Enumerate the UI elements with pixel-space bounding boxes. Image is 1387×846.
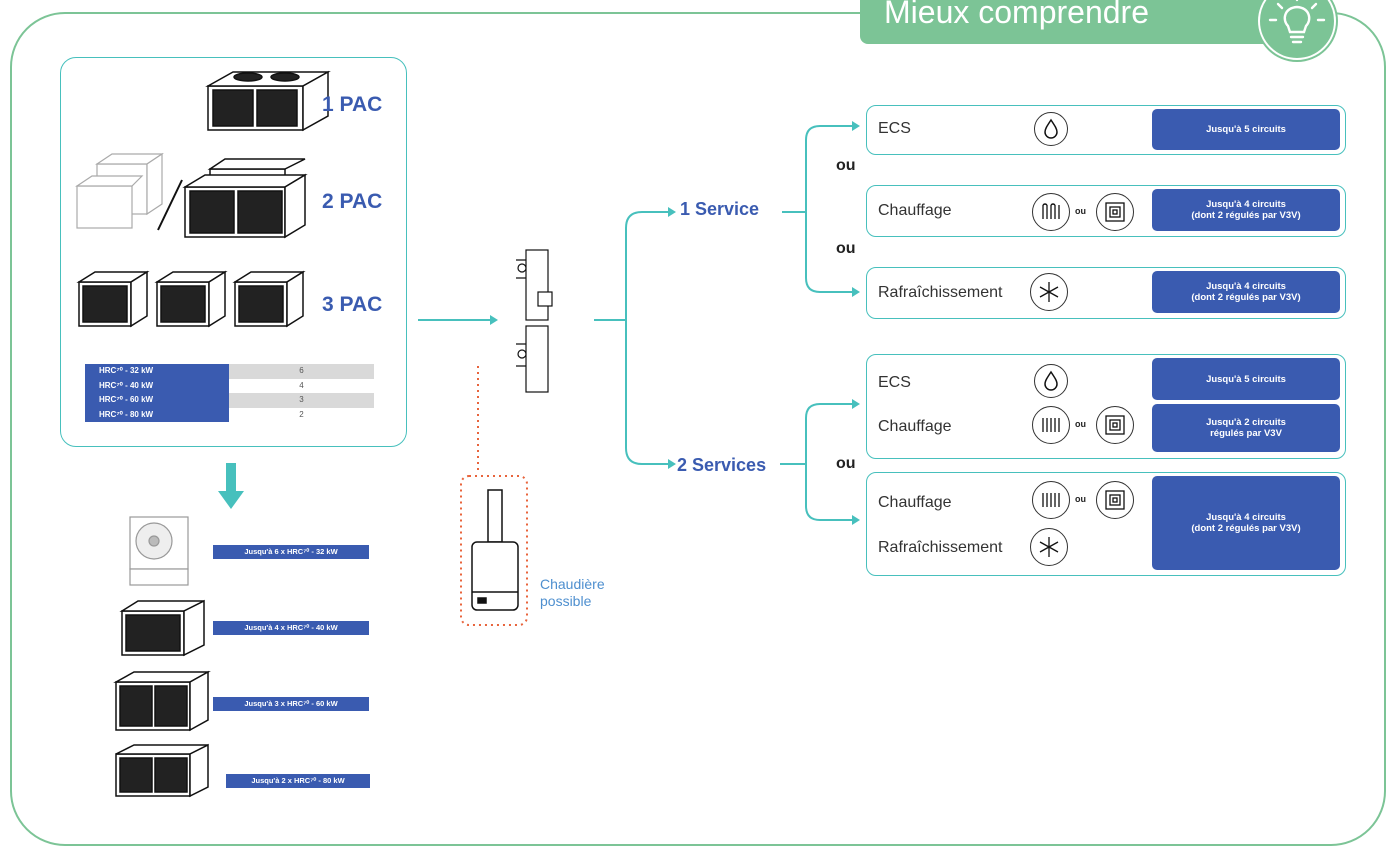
ou-label: ou bbox=[836, 455, 856, 472]
badge-line: régulés par V3V bbox=[1210, 428, 1282, 439]
heat-pump-unit-icon bbox=[76, 270, 150, 328]
flow-connectors bbox=[418, 121, 860, 626]
heat-pump-unit-icon bbox=[113, 670, 211, 732]
badge-line: (dont 2 régulés par V3V) bbox=[1191, 523, 1301, 534]
circuit-count-badge: Jusqu'à 4 circuits (dont 2 régulés par V… bbox=[1152, 271, 1340, 313]
radiator-icon bbox=[1032, 406, 1070, 444]
page-title: Mieux comprendre bbox=[884, 0, 1149, 30]
card-label: Chauffage bbox=[878, 202, 952, 219]
table-cell-model: HRC⁷⁰ - 60 kW bbox=[85, 393, 229, 408]
radiator-icon bbox=[1032, 193, 1070, 231]
badge-line: Jusqu'à 4 circuits bbox=[1206, 512, 1286, 523]
two-services-label: 2 Services bbox=[677, 455, 767, 475]
badge-line: Jusqu'à 4 circuits bbox=[1206, 281, 1286, 292]
snowflake-icon bbox=[1030, 528, 1068, 566]
water-drop-icon bbox=[1034, 364, 1068, 398]
boiler-icon bbox=[471, 489, 519, 611]
circuit-count-badge: Jusqu'à 4 circuits (dont 2 régulés par V… bbox=[1152, 476, 1340, 570]
card-label: Chauffage bbox=[878, 494, 952, 511]
header-tab bbox=[860, 0, 1330, 44]
water-drop-icon bbox=[1034, 112, 1068, 146]
unit-tag: Jusqu'à 2 x HRC⁷⁰ - 80 kW bbox=[226, 774, 370, 788]
table-cell-count: 3 bbox=[229, 393, 374, 408]
floor-heating-icon bbox=[1096, 193, 1134, 231]
card-label: Chauffage bbox=[878, 418, 952, 435]
heat-pump-unit-icon bbox=[119, 599, 205, 657]
card-label: ECS bbox=[878, 374, 911, 391]
one-service-label: 1 Service bbox=[680, 199, 760, 219]
circuit-count-badge: Jusqu'à 2 circuits régulés par V3V bbox=[1152, 404, 1340, 452]
heat-pump-unit-icon bbox=[75, 152, 164, 229]
heat-pump-unit-icon bbox=[232, 270, 306, 328]
ou-label: ou bbox=[836, 240, 856, 257]
snowflake-icon bbox=[1030, 273, 1068, 311]
unit-tag: Jusqu'à 6 x HRC⁷⁰ - 32 kW bbox=[213, 545, 369, 559]
floor-heating-icon bbox=[1096, 406, 1134, 444]
heat-pump-unit-icon bbox=[182, 158, 308, 239]
unit-tag: Jusqu'à 4 x HRC⁷⁰ - 40 kW bbox=[213, 621, 369, 635]
badge-line: Jusqu'à 2 circuits bbox=[1206, 417, 1286, 428]
card-label: Rafraîchissement bbox=[878, 539, 1003, 556]
heat-pump-unit-icon bbox=[154, 270, 228, 328]
radiator-icon bbox=[1032, 481, 1070, 519]
boiler-caption-line1: Chaudière bbox=[540, 576, 605, 592]
heat-pump-unit-icon bbox=[115, 743, 209, 798]
pac-label-2: 2 PAC bbox=[322, 190, 383, 213]
table-cell-count: 2 bbox=[229, 407, 374, 422]
badge-line: (dont 2 régulés par V3V) bbox=[1191, 292, 1301, 303]
heat-pump-unit-icon bbox=[205, 70, 331, 132]
pac-label-1: 1 PAC bbox=[322, 93, 383, 116]
table-cell-model: HRC⁷⁰ - 40 kW bbox=[85, 378, 229, 393]
badge-line: (dont 2 régulés par V3V) bbox=[1191, 210, 1301, 221]
table-cell-count: 4 bbox=[229, 378, 374, 393]
ou-small-label: ou bbox=[1075, 206, 1086, 216]
table-cell-count: 6 bbox=[229, 364, 374, 379]
table-cell-model: HRC⁷⁰ - 80 kW bbox=[85, 407, 229, 422]
pac-label-3: 3 PAC bbox=[322, 293, 383, 316]
unit-tag: Jusqu'à 3 x HRC⁷⁰ - 60 kW bbox=[213, 697, 369, 711]
split-heat-pump-icon bbox=[129, 516, 189, 586]
card-label: ECS bbox=[878, 120, 911, 137]
heat-pump-options-box bbox=[60, 57, 407, 447]
boiler-caption-line2: possible bbox=[540, 593, 592, 609]
down-arrow-icon bbox=[218, 463, 244, 509]
circuit-count-badge: Jusqu'à 5 circuits bbox=[1152, 109, 1340, 150]
slash-divider bbox=[157, 179, 183, 231]
circuit-count-badge: Jusqu'à 5 circuits bbox=[1152, 358, 1340, 400]
boiler-caption: Chaudière possible bbox=[540, 576, 605, 610]
badge-line: Jusqu'à 4 circuits bbox=[1206, 199, 1286, 210]
lightbulb-icon bbox=[1258, 0, 1336, 60]
hydraulic-module-icon bbox=[516, 249, 553, 393]
ou-small-label: ou bbox=[1075, 419, 1086, 429]
table-cell-model: HRC⁷⁰ - 32 kW bbox=[85, 364, 229, 379]
card-label: Rafraîchissement bbox=[878, 284, 1003, 301]
floor-heating-icon bbox=[1096, 481, 1134, 519]
circuit-count-badge: Jusqu'à 4 circuits (dont 2 régulés par V… bbox=[1152, 189, 1340, 231]
ou-small-label: ou bbox=[1075, 494, 1086, 504]
ou-label: ou bbox=[836, 157, 856, 174]
